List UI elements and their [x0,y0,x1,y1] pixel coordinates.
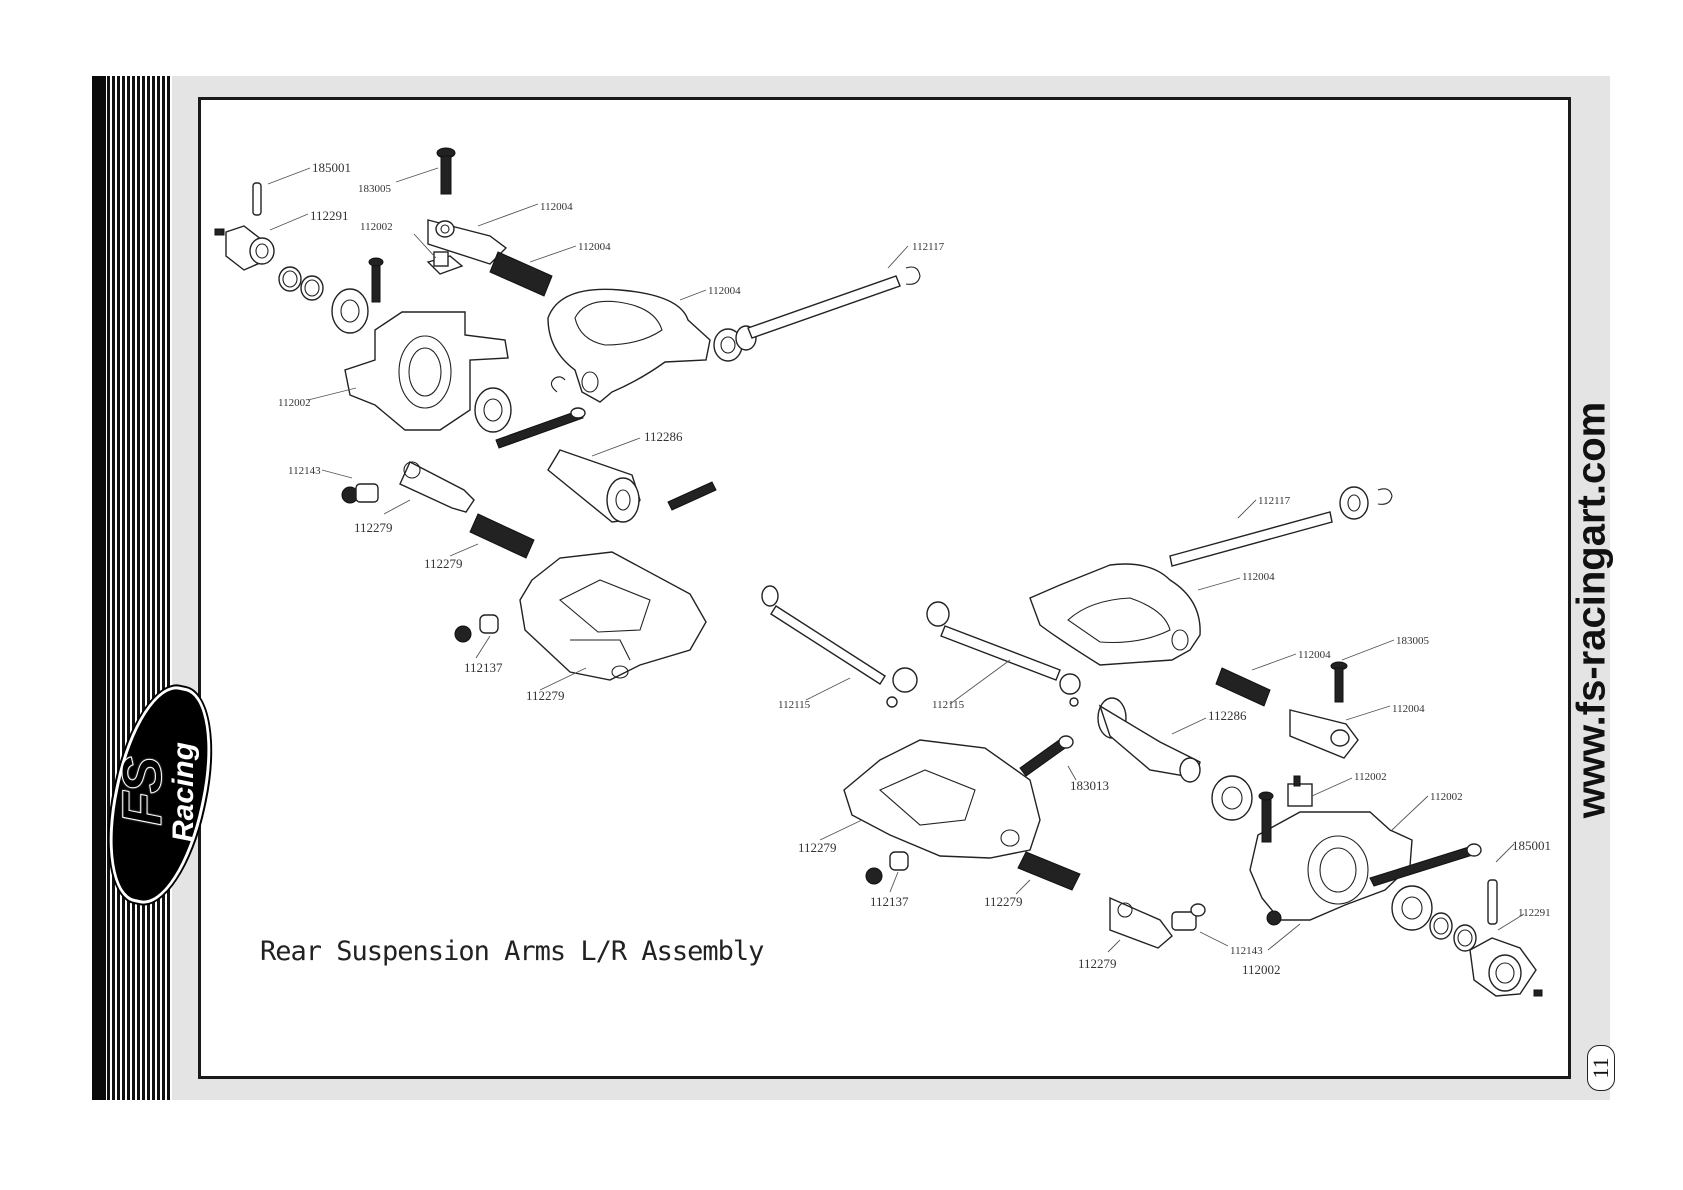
label-112143-upper: 112143 [288,465,321,477]
set-screw-183013 [1019,735,1074,777]
part-labels: 185001 183005 112291 112002 112004 11200… [278,160,1551,977]
c-clip-left-upper [550,376,566,393]
label-183013: 183013 [1070,778,1109,793]
lower-arm-112279-left [519,551,707,681]
hinge-pin-112117-right [1169,486,1393,567]
label-112115-right: 112115 [932,699,965,711]
bearing-left-outer [331,288,369,334]
label-112137-upper: 112137 [464,660,503,675]
side-stripe-edge [92,76,106,1100]
label-185001-upper: 185001 [312,160,351,175]
axle-112286-left [547,449,717,523]
hinge-pin-112117-left [747,266,921,339]
o-rings-right [1429,912,1477,952]
label-112004-arm-lower: 112004 [1242,571,1275,583]
label-112117-upper: 112117 [912,241,945,253]
assembly-title: Rear Suspension Arms L/R Assembly [260,936,764,967]
wheel-hub-112291-right [1469,937,1543,997]
label-112004-rod-upper: 112004 [540,201,573,213]
label-112004-arm-upper: 112004 [708,285,741,297]
bearing-left-inner [474,387,512,433]
label-112291-upper: 112291 [310,208,349,223]
drive-shaft-112115-right [926,601,1081,707]
upper-arm-112004-left [547,288,711,403]
nut-112002-left [426,251,464,275]
o-rings-left [278,266,324,301]
label-112002-carrier-lower: 112002 [1242,962,1281,977]
set-screw-long-right [1369,843,1482,887]
ball-stud-112137-left [454,614,499,643]
page-number-badge: 11 [1587,1045,1615,1091]
ball-stud-112143-right [1171,903,1282,931]
label-183005-lower: 183005 [1396,635,1430,647]
hub-carrier-112002-right [1249,791,1413,921]
lower-arm-112279-right [843,739,1041,859]
set-screw-long-left [495,407,586,449]
ball-stud-112143-left [341,483,379,504]
label-112117-lower: 112117 [1258,495,1291,507]
diagram-frame [198,97,1571,1079]
label-112291-lower: 112291 [1518,907,1551,919]
label-112286-lower: 112286 [1208,708,1247,723]
label-112279-rodend-upper: 112279 [354,520,393,535]
label-112286-upper: 112286 [644,429,683,444]
turnbuckle-112279-right [1017,851,1081,891]
turnbuckle-112004-left [489,251,553,297]
upper-arm-112004-right [1029,563,1201,666]
bearing-right-inner [1211,775,1253,821]
rod-end-112004-right [1289,709,1359,759]
axle-112286-right [1097,697,1201,783]
screw-183005-right [1330,661,1348,703]
pin-185001-left [252,182,262,216]
label-112004-turnbuckle-upper: 112004 [578,241,611,253]
label-112002-nut-upper: 112002 [360,221,393,233]
label-112279-turnbuckle-lower: 112279 [984,894,1023,909]
rod-end-112279-left [399,461,475,513]
nut-112002-right [1287,775,1313,807]
ball-stud-112137-right [865,851,909,885]
leader-lines [267,167,1525,953]
label-112279-arm-upper: 112279 [526,688,565,703]
label-112002-nut-lower: 112002 [1354,771,1387,783]
label-112143-lower: 112143 [1230,945,1263,957]
label-183005-upper: 183005 [358,183,392,195]
pin-185001-right [1487,879,1498,925]
bearing-right-outer [1391,885,1433,931]
label-112002-carrier-upper: 112002 [278,397,311,409]
hub-carrier-112002-left [344,257,509,431]
label-112279-turnbuckle-upper: 112279 [424,556,463,571]
label-112279-rodend-lower: 112279 [1078,956,1117,971]
label-112115-left: 112115 [778,699,811,711]
label-112004-rod-lower: 112004 [1392,703,1425,715]
wheel-hub-112291-left [214,225,275,271]
label-112137-lower: 112137 [870,894,909,909]
drive-shaft-112115-left [761,585,918,708]
label-185001-lower: 185001 [1512,838,1551,853]
screw-183005-left [436,147,456,195]
label-112004-turnbuckle-lower: 112004 [1298,649,1331,661]
turnbuckle-112279-left [469,513,535,559]
rod-end-112279-right [1109,896,1173,949]
label-112002-carrier-lower-top: 112002 [1430,791,1463,803]
turnbuckle-112004-right [1215,667,1271,707]
label-112279-arm-lower: 112279 [798,840,837,855]
